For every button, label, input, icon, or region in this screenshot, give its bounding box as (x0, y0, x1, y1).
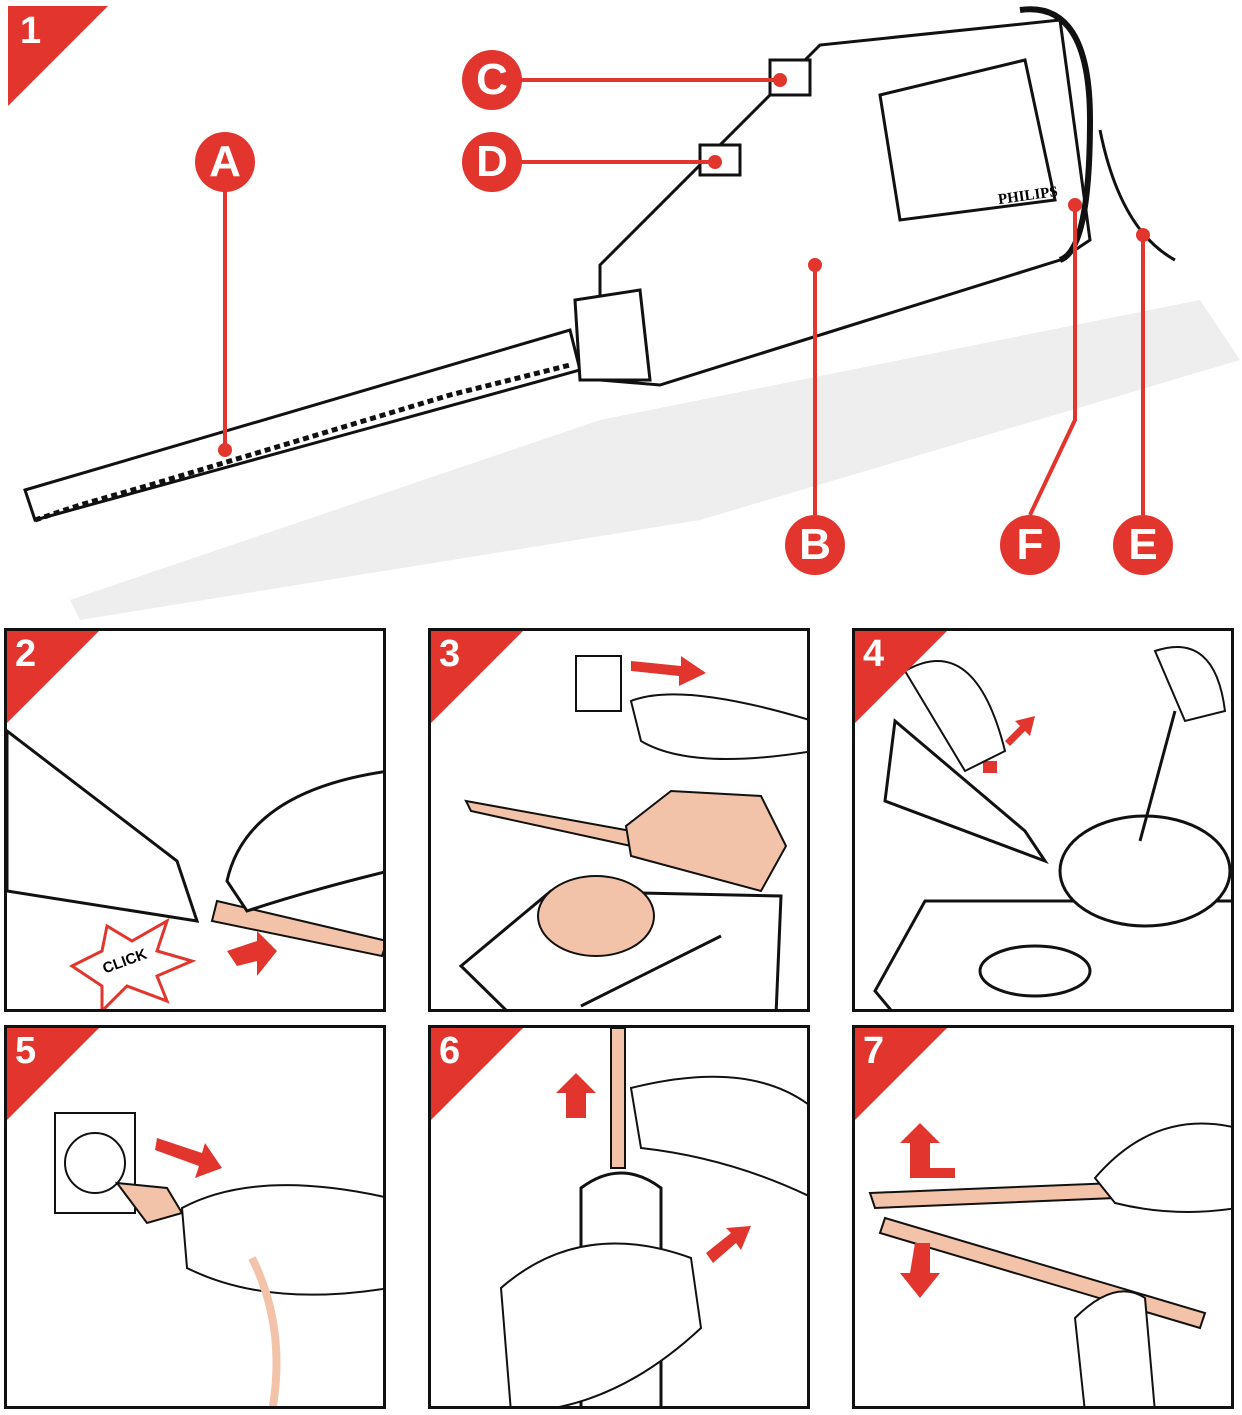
remove-blade-drawing (499, 1028, 807, 1406)
step-3-panel: 3 (428, 628, 810, 1012)
click-burst (69, 917, 197, 1009)
arrow-icon (706, 1226, 751, 1263)
hand (1073, 1290, 1156, 1406)
socket-face (64, 1132, 126, 1194)
unplug-drawing (54, 1112, 383, 1406)
callout-c: C (462, 50, 522, 110)
callout-a: A (195, 132, 255, 192)
plug-in-drawing (458, 655, 807, 1009)
arrow-up-icon (900, 1123, 955, 1178)
step-corner-badge (7, 631, 99, 723)
step-corner-badge (431, 631, 523, 723)
power-cord (248, 1256, 281, 1406)
arrow-icon (631, 656, 706, 686)
hand (1153, 646, 1227, 723)
step-4-panel: 4 (852, 628, 1234, 1012)
step-corner-badge (855, 1028, 947, 1120)
meat-slice (978, 944, 1092, 998)
step-corner-badge (7, 1028, 99, 1120)
arrow-icon (1005, 716, 1035, 746)
hand (629, 693, 807, 760)
electric-knife-drawing (23, 6, 1240, 620)
arrow-down-icon (900, 1243, 940, 1298)
hand (225, 770, 383, 913)
callout-d: D (462, 132, 522, 192)
roast-meat (1058, 814, 1231, 928)
step-6-panel: 6 (428, 1025, 810, 1409)
step-7-panel: 7 (852, 1025, 1234, 1409)
hand (180, 1184, 383, 1296)
blade (210, 899, 383, 958)
callout-f: F (1000, 515, 1060, 575)
blade-holder (573, 288, 652, 382)
blade-teeth (34, 362, 571, 523)
attach-blade-drawing (7, 729, 383, 1009)
blade (464, 799, 632, 848)
carving-fork (580, 934, 722, 1008)
roast-meat (537, 875, 655, 957)
step-number: 4 (863, 633, 885, 675)
step-corner-badge (8, 6, 108, 106)
knife-body (7, 729, 200, 923)
step-number: 7 (863, 1030, 885, 1072)
handle-grip (878, 58, 1057, 222)
step-number: 5 (15, 1030, 37, 1072)
callout-e: E (1113, 515, 1173, 575)
step-corner-badge (855, 631, 947, 723)
separate-blades-drawing (868, 1122, 1231, 1406)
step-number: 1 (20, 10, 42, 52)
power-cord (1098, 129, 1176, 262)
wall-socket (575, 655, 622, 712)
knife-body (883, 718, 1049, 865)
hand (1093, 1122, 1231, 1213)
blade (610, 1028, 626, 1169)
on-off-switch (983, 761, 997, 773)
step-5-panel: 5 (4, 1025, 386, 1409)
overview-illustration: 1 PHILIPS A C D B F E (0, 0, 1242, 620)
step-2-panel: 2 CLICK (4, 628, 386, 1012)
hand (499, 1242, 703, 1406)
hand (629, 1075, 807, 1197)
callout-b: B (785, 515, 845, 575)
arrow-icon (227, 931, 277, 976)
carving-fork (1138, 710, 1177, 842)
upper-blade (868, 1181, 1116, 1210)
step-number: 2 (15, 633, 37, 675)
step-number: 6 (439, 1030, 461, 1072)
shadow (70, 300, 1240, 620)
step-number: 3 (439, 633, 461, 675)
callout-lines (218, 73, 1150, 516)
arrow-icon (556, 1073, 596, 1118)
step-corner-badge (431, 1028, 523, 1120)
arrow-icon (155, 1138, 222, 1178)
knife-body (624, 789, 788, 893)
